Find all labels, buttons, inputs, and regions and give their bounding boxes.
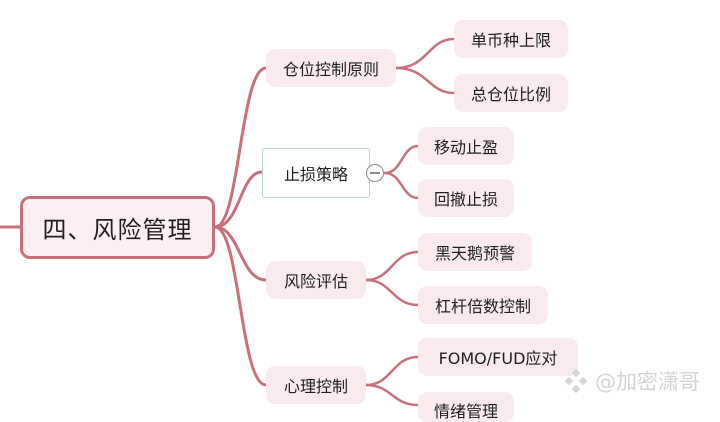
watermark-logo-icon xyxy=(564,368,588,394)
link-branch-4-leaf-1 xyxy=(364,355,420,387)
link-branch-4-leaf-2 xyxy=(364,383,420,407)
branch-node-position-control[interactable]: 仓位控制原则 xyxy=(266,49,396,87)
link-root-branch-4 xyxy=(213,225,268,387)
branch-node-risk-assessment[interactable]: 风险评估 xyxy=(266,261,366,299)
watermark-text: @加密潇哥 xyxy=(595,370,700,394)
link-root-branch-2 xyxy=(213,170,264,229)
leaf-node[interactable]: 单币种上限 xyxy=(454,20,568,58)
leaf-node[interactable]: FOMO/FUD应对 xyxy=(418,338,578,376)
root-node[interactable]: 四、风险管理 xyxy=(20,196,215,259)
link-branch-1-leaf-2 xyxy=(394,66,456,95)
link-branch-2-leaf-2 xyxy=(383,171,420,200)
link-branch-3-leaf-1 xyxy=(364,250,420,282)
mindmap-links xyxy=(0,37,456,407)
leaf-node[interactable]: 杠杆倍数控制 xyxy=(418,286,548,324)
leaf-node[interactable]: 移动止盈 xyxy=(418,127,514,165)
watermark: @加密潇哥 xyxy=(563,364,700,398)
leaf-node[interactable]: 回撤止损 xyxy=(418,179,514,217)
collapse-toggle-icon[interactable] xyxy=(366,164,384,182)
link-branch-2-leaf-1 xyxy=(383,144,420,175)
leaf-node[interactable]: 情绪管理 xyxy=(418,392,514,422)
leaf-node[interactable]: 总仓位比例 xyxy=(454,74,568,112)
link-branch-1-leaf-1 xyxy=(394,37,456,70)
leaf-node[interactable]: 黑天鹅预警 xyxy=(418,233,532,271)
branch-node-stop-loss[interactable]: 止损策略 xyxy=(262,148,370,198)
link-root-branch-3 xyxy=(213,225,268,282)
link-branch-3-leaf-2 xyxy=(364,278,420,307)
branch-node-psychology[interactable]: 心理控制 xyxy=(266,366,366,404)
link-root-branch-1 xyxy=(213,66,268,229)
